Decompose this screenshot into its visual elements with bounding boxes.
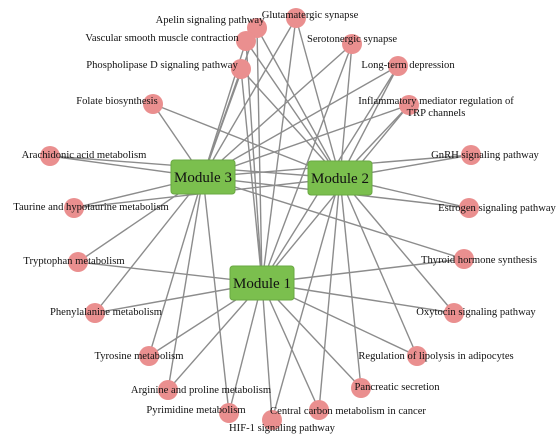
- pathway-node-p17[interactable]: [139, 346, 159, 366]
- pathway-label: Apelin signaling pathway: [156, 15, 266, 26]
- module-node-m3[interactable]: Module 3: [170, 159, 236, 195]
- pathway-node-p22[interactable]: [309, 400, 329, 420]
- edge-p17-m3: [148, 176, 204, 357]
- edge-p2-m1: [256, 27, 263, 284]
- edge-p4-m1: [261, 43, 353, 284]
- pathway-label: Serotonergic synapse: [307, 34, 397, 45]
- edge-p5-m3: [202, 68, 242, 178]
- pathway-node-p13[interactable]: [68, 252, 88, 272]
- edge-p23-m1: [261, 282, 273, 421]
- pathway-label: Phenylalanine metabolism: [50, 307, 163, 318]
- pathway-label: GnRH signaling pathway: [431, 150, 539, 161]
- pathway-node-p6[interactable]: [388, 56, 408, 76]
- module-label: Module 2: [311, 171, 369, 187]
- edge-p19-m3: [167, 176, 204, 391]
- pathway-node-p4[interactable]: [342, 34, 362, 54]
- edge-p15-m3: [94, 176, 204, 314]
- module-node-m1[interactable]: Module 1: [229, 265, 295, 301]
- pathway-label: Arginine and proline metabolism: [131, 385, 272, 396]
- module-layer: Module 3 Module 2 Module 1: [170, 159, 373, 301]
- edge-p14-m3: [202, 176, 465, 260]
- module-box: [229, 265, 295, 301]
- module-label: Module 1: [233, 276, 291, 292]
- pathway-node-p10[interactable]: [461, 145, 481, 165]
- pathway-label: Pyrimidine metabolism: [146, 405, 246, 416]
- module-label: Module 3: [174, 170, 232, 186]
- pathway-label: Folate biosynthesis: [76, 96, 158, 107]
- edge-p22-m2: [318, 177, 341, 411]
- pathway-node-p3[interactable]: [236, 31, 256, 51]
- pathway-label: Glutamatergic synapse: [262, 10, 359, 21]
- pathway-node-p19[interactable]: [158, 380, 178, 400]
- edge-p19-m1: [167, 282, 263, 391]
- edge-p1-m2: [295, 17, 341, 179]
- pathway-node-p1[interactable]: [286, 8, 306, 28]
- edge-p3-m1: [245, 40, 263, 284]
- pathway-label: Thyroid hormone synthesis: [421, 255, 537, 266]
- pathway-label: Tryptophan metabolism: [23, 256, 125, 267]
- pathway-node-layer: [40, 8, 481, 430]
- edge-p21-m1: [228, 282, 263, 414]
- pathway-node-p18[interactable]: [407, 346, 427, 366]
- edge-p6-m3: [202, 65, 399, 178]
- pathway-node-p12[interactable]: [459, 198, 479, 218]
- pathway-node-p9[interactable]: [40, 146, 60, 166]
- module-node-m2[interactable]: Module 2: [307, 160, 373, 196]
- edge-p3-m2: [245, 40, 341, 179]
- pathway-label: Regulation of lipolysis in adipocytes: [358, 351, 513, 362]
- pathway-label: Taurine and hypotaurine metabolism: [13, 202, 169, 213]
- edge-p8-m3: [202, 104, 410, 178]
- module-box: [307, 160, 373, 196]
- pathway-label: Central carbon metabolism in cancer: [270, 406, 426, 417]
- pathway-label: Estrogen signaling pathway: [438, 203, 556, 214]
- pathway-node-p20[interactable]: [351, 378, 371, 398]
- edge-p18-m2: [339, 177, 418, 357]
- module-box: [170, 159, 236, 195]
- pathway-node-p21[interactable]: [219, 403, 239, 423]
- edge-p14-m1: [261, 258, 465, 284]
- edge-p22-m1: [261, 282, 320, 411]
- pathway-label: Vascular smooth muscle contraction: [85, 33, 239, 44]
- pathway-node-p16[interactable]: [444, 303, 464, 323]
- edge-p16-m2: [339, 177, 455, 314]
- pathway-label: Pancreatic secretion: [355, 382, 441, 393]
- edge-p2-m2: [256, 27, 341, 179]
- pathway-node-p23[interactable]: [262, 410, 282, 430]
- edge-p4-m3: [202, 43, 353, 178]
- pathway-node-p5[interactable]: [231, 59, 251, 79]
- edge-p6-m2: [339, 65, 399, 179]
- edge-p20-m2: [339, 177, 362, 389]
- pathway-label: Arachidonic acid metabolism: [22, 150, 147, 161]
- pathway-label: Oxytocin signaling pathway: [416, 307, 536, 318]
- edge-p23-m2: [271, 177, 341, 421]
- pathway-node-p7[interactable]: [143, 94, 163, 114]
- pathway-label: Long-term depression: [361, 60, 455, 71]
- pathway-node-p15[interactable]: [85, 303, 105, 323]
- edge-p5-m1: [240, 68, 263, 284]
- pathway-label: Tyrosine metabolism: [95, 351, 185, 362]
- edge-p21-m3: [202, 176, 230, 414]
- edge-p5-m2: [240, 68, 341, 179]
- pathway-label: HIF-1 signaling pathway: [229, 423, 336, 434]
- pathway-node-p11[interactable]: [64, 198, 84, 218]
- pathway-node-p8[interactable]: [399, 95, 419, 115]
- pathway-node-p14[interactable]: [454, 249, 474, 269]
- pathway-label: Phospholipase D signaling pathway: [86, 60, 238, 71]
